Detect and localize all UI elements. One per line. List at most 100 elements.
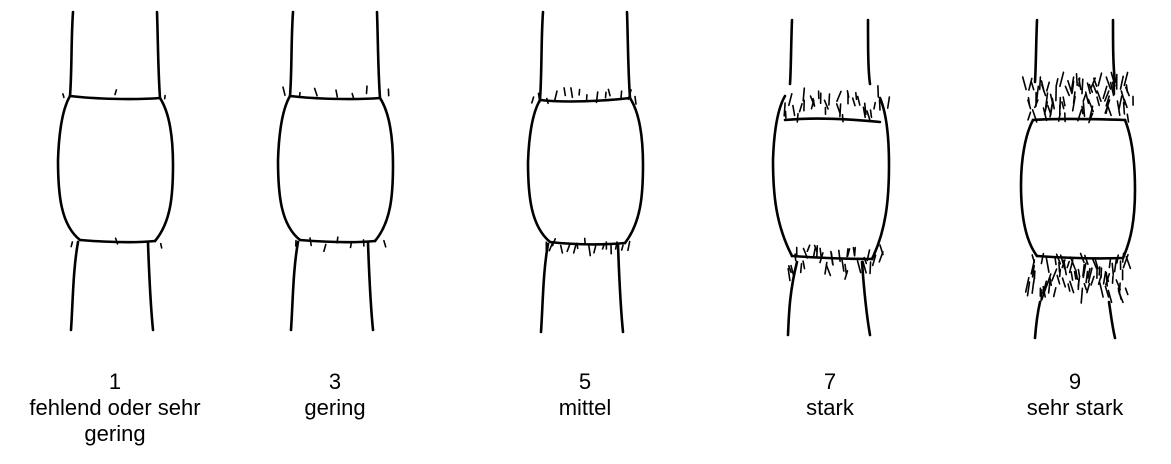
hair-stroke	[789, 94, 792, 106]
stage-5-label: mittel	[495, 395, 675, 421]
hair-stroke	[579, 90, 580, 95]
hair-stroke	[1068, 284, 1070, 291]
hair-stroke	[829, 94, 830, 105]
stage-5-number: 5	[495, 369, 675, 395]
hair-stroke	[1047, 82, 1049, 91]
hair-stroke	[1082, 79, 1083, 93]
hair-stroke	[574, 245, 576, 253]
hair-stroke	[817, 246, 818, 257]
hair-stroke	[880, 100, 881, 110]
hair-stroke	[628, 242, 630, 251]
hair-stroke	[855, 248, 856, 256]
hair-stroke	[797, 114, 798, 122]
hair-stroke	[1088, 99, 1093, 111]
stage-9-drawing	[985, 0, 1165, 345]
hair-stroke	[1056, 79, 1058, 86]
hair-stroke	[1059, 262, 1060, 271]
hair-stroke	[803, 261, 804, 268]
hair-stroke	[888, 97, 890, 108]
hair-stroke	[1099, 267, 1100, 275]
hair-stroke	[1127, 114, 1128, 122]
hair-stroke	[1079, 79, 1081, 90]
hair-stroke	[1098, 73, 1101, 85]
hair-stroke	[299, 93, 300, 98]
stage-7-caption: 7 stark	[740, 369, 920, 421]
hair-stroke	[1081, 288, 1082, 303]
hair-stroke	[1086, 92, 1089, 103]
hair-stroke	[1087, 284, 1090, 293]
stage-3-label: gering	[245, 395, 425, 421]
hair-stroke	[1032, 282, 1033, 293]
hair-stroke	[549, 244, 552, 251]
hair-stroke	[532, 97, 534, 103]
stage-5-drawing	[495, 0, 675, 345]
hair-stroke	[1100, 283, 1103, 297]
hair-stroke	[577, 243, 578, 248]
stem-node-7-illustration	[740, 0, 920, 345]
hair-stroke	[826, 265, 830, 276]
stage-1-caption: 1 fehlend oder sehr gering	[25, 369, 205, 447]
hair-stroke	[853, 98, 855, 106]
hair-stroke	[1052, 269, 1057, 281]
hair-stroke	[1084, 284, 1086, 290]
stage-1-drawing	[25, 0, 205, 345]
hair-stroke	[1063, 278, 1066, 287]
stage-7-drawing	[740, 0, 920, 345]
hair-stroke	[1028, 112, 1031, 120]
hair-stroke	[608, 89, 610, 95]
hair-stroke	[858, 261, 861, 273]
hair-stroke	[1078, 270, 1079, 277]
hair-tufts	[532, 88, 636, 256]
hair-stroke	[1060, 72, 1064, 86]
stem-node-9-illustration	[985, 0, 1165, 345]
hair-stroke	[564, 88, 565, 96]
hair-stroke	[837, 91, 841, 101]
hair-tufts	[63, 90, 165, 248]
hair-stroke	[561, 246, 563, 254]
hair-stroke	[1042, 85, 1046, 96]
hair-stroke	[555, 91, 557, 100]
hair-stroke	[1101, 268, 1102, 278]
hair-stroke	[801, 264, 802, 273]
stem-node-5-illustration	[495, 0, 675, 345]
hair-stroke	[336, 90, 337, 97]
stage-7-number: 7	[740, 369, 920, 395]
hair-stroke	[635, 97, 636, 105]
hair-stroke	[1112, 263, 1113, 274]
stage-9-number: 9	[985, 369, 1165, 395]
hair-stroke	[842, 260, 844, 272]
hair-stroke	[622, 245, 623, 250]
hair-stroke	[1023, 77, 1026, 90]
hair-stroke	[115, 90, 116, 95]
hair-stroke	[1091, 276, 1094, 285]
hair-stroke	[1097, 97, 1099, 105]
hair-stroke	[1124, 103, 1125, 114]
hair-stroke	[351, 243, 352, 248]
hair-stroke	[161, 244, 162, 248]
hair-stroke	[63, 94, 64, 98]
hair-stroke	[310, 238, 311, 245]
hair-stroke	[874, 103, 875, 109]
hair-stroke	[795, 254, 796, 261]
hair-stroke	[858, 97, 860, 106]
hair-stroke	[1109, 259, 1110, 268]
hair-stroke	[879, 252, 883, 262]
hair-stroke	[784, 103, 785, 116]
stem-node-outline	[58, 12, 173, 330]
stem-node-outline	[278, 12, 393, 330]
hair-stroke	[1086, 272, 1087, 283]
hair-stroke	[1108, 106, 1111, 115]
hair-stroke	[1113, 276, 1114, 283]
hair-stroke	[867, 111, 870, 120]
hair-stroke	[803, 88, 804, 101]
hair-stroke	[843, 115, 844, 122]
hair-tufts	[778, 86, 889, 281]
hair-stroke	[1121, 76, 1124, 89]
hair-stroke	[589, 245, 591, 255]
hair-stroke	[856, 93, 857, 100]
hair-stroke	[837, 104, 840, 113]
stem-node-outline	[773, 20, 889, 335]
hair-stroke	[606, 92, 607, 97]
hair-stroke	[870, 262, 871, 273]
